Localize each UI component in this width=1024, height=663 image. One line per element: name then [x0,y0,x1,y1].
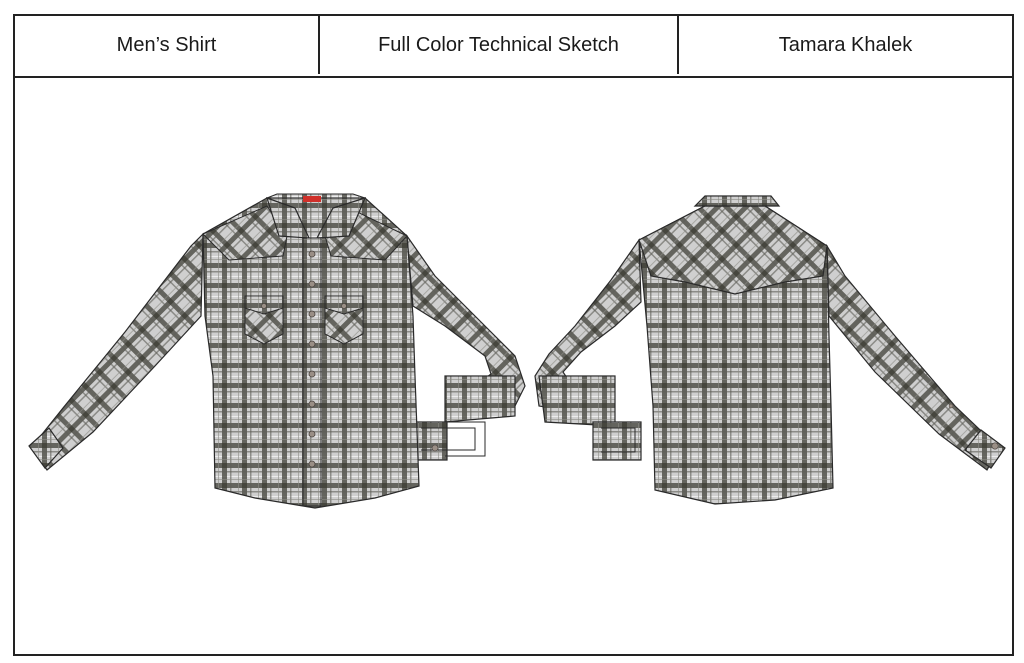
front-right-forearm [444,375,516,423]
front-cuff-button [431,444,439,452]
sketch-type-label: Full Color Technical Sketch [320,16,679,74]
back-right-cuff [964,429,1006,469]
designer-name-label: Tamara Khalek [778,33,913,56]
shirt-front-view [28,193,526,509]
back-right-sleeve [826,243,1000,471]
back-cuff-button [991,442,999,450]
garment-illustrations [28,193,1006,509]
front-left-cuff [28,427,64,469]
drawing-area [15,76,1012,654]
front-left-yoke [202,205,288,261]
title-block: Men’s Shirt Full Color Technical Sketch … [15,16,1012,78]
tech-sheet: Men’s Shirt Full Color Technical Sketch … [13,14,1014,656]
front-buttons [308,250,316,468]
garment-type-label: Men’s Shirt [15,16,320,74]
back-left-cuff [592,421,642,461]
shirt-back-view [534,195,1006,505]
back-left-forearm [538,375,616,427]
front-left-sleeve [30,232,204,471]
brand-label [303,196,321,202]
back-collar [693,195,781,207]
